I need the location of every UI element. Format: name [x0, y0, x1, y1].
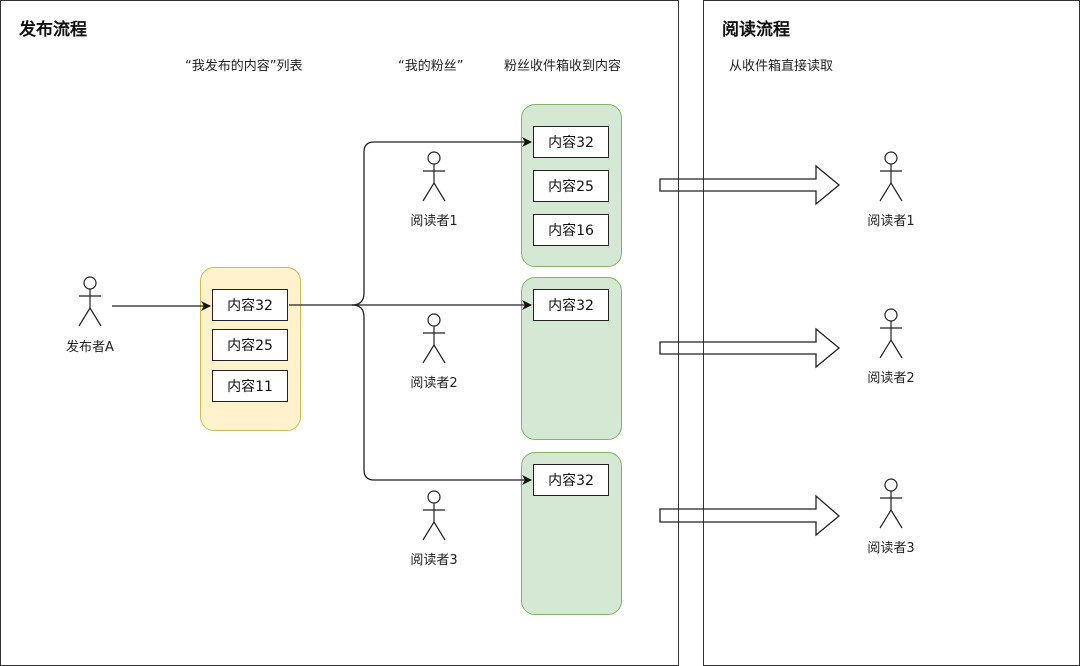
published-item[interactable]: 内容25 — [212, 329, 288, 361]
fan-2-stick-figure-icon — [422, 313, 446, 364]
publisher-label: 发布者A — [66, 340, 114, 355]
inbox-item[interactable]: 内容16 — [533, 214, 609, 246]
reader-2-stick-figure-icon — [879, 308, 903, 359]
fan-2-label: 阅读者2 — [410, 376, 458, 391]
fan-3-stick-figure-icon — [422, 490, 446, 541]
publish-flow-title: 发布流程 — [19, 20, 87, 40]
published-item[interactable]: 内容11 — [212, 370, 288, 402]
fan-3-label: 阅读者3 — [410, 553, 458, 568]
fan-inbox-label: 粉丝收件箱收到内容 — [504, 59, 622, 74]
fan-1-stick-figure-icon — [422, 151, 446, 202]
published-list-label: “我发布的内容”列表 — [185, 59, 303, 74]
read-from-inbox-label: 从收件箱直接读取 — [729, 59, 834, 74]
inbox-item[interactable]: 内容32 — [533, 464, 609, 496]
fan-1-label: 阅读者1 — [410, 214, 458, 229]
publisher-stick-figure-icon — [78, 276, 102, 327]
reader-1-label: 阅读者1 — [867, 214, 915, 229]
published-item[interactable]: 内容32 — [212, 289, 288, 321]
reader-2-label: 阅读者2 — [867, 371, 915, 386]
read-flow-title: 阅读流程 — [722, 20, 790, 40]
reader-1-stick-figure-icon — [879, 151, 903, 202]
inbox-item[interactable]: 内容32 — [533, 289, 609, 321]
my-fans-label: “我的粉丝” — [398, 59, 464, 74]
reader-3-stick-figure-icon — [879, 478, 903, 529]
inbox-item[interactable]: 内容32 — [533, 126, 609, 158]
inbox-item[interactable]: 内容25 — [533, 170, 609, 202]
reader-3-label: 阅读者3 — [867, 541, 915, 556]
